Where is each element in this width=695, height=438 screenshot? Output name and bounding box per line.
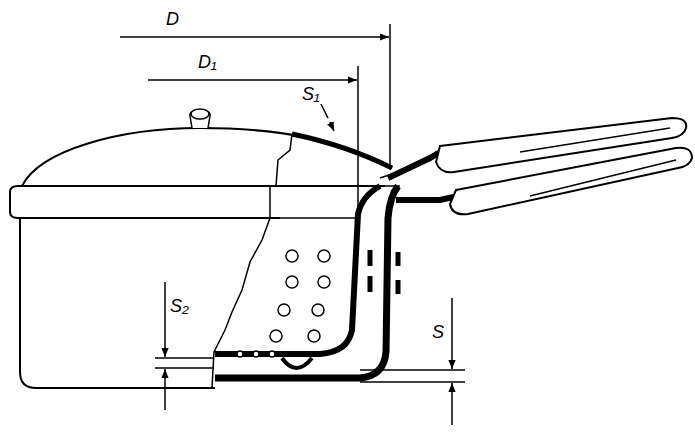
dimension-label: S [430,322,446,342]
pot-outline [10,24,692,425]
dimension-label: D [164,9,181,29]
dimension-label: S₁ [300,84,322,104]
dimension-label: S₂ [168,296,191,316]
dimension-label: D₁ [196,52,219,72]
strainer-holes [237,250,330,357]
